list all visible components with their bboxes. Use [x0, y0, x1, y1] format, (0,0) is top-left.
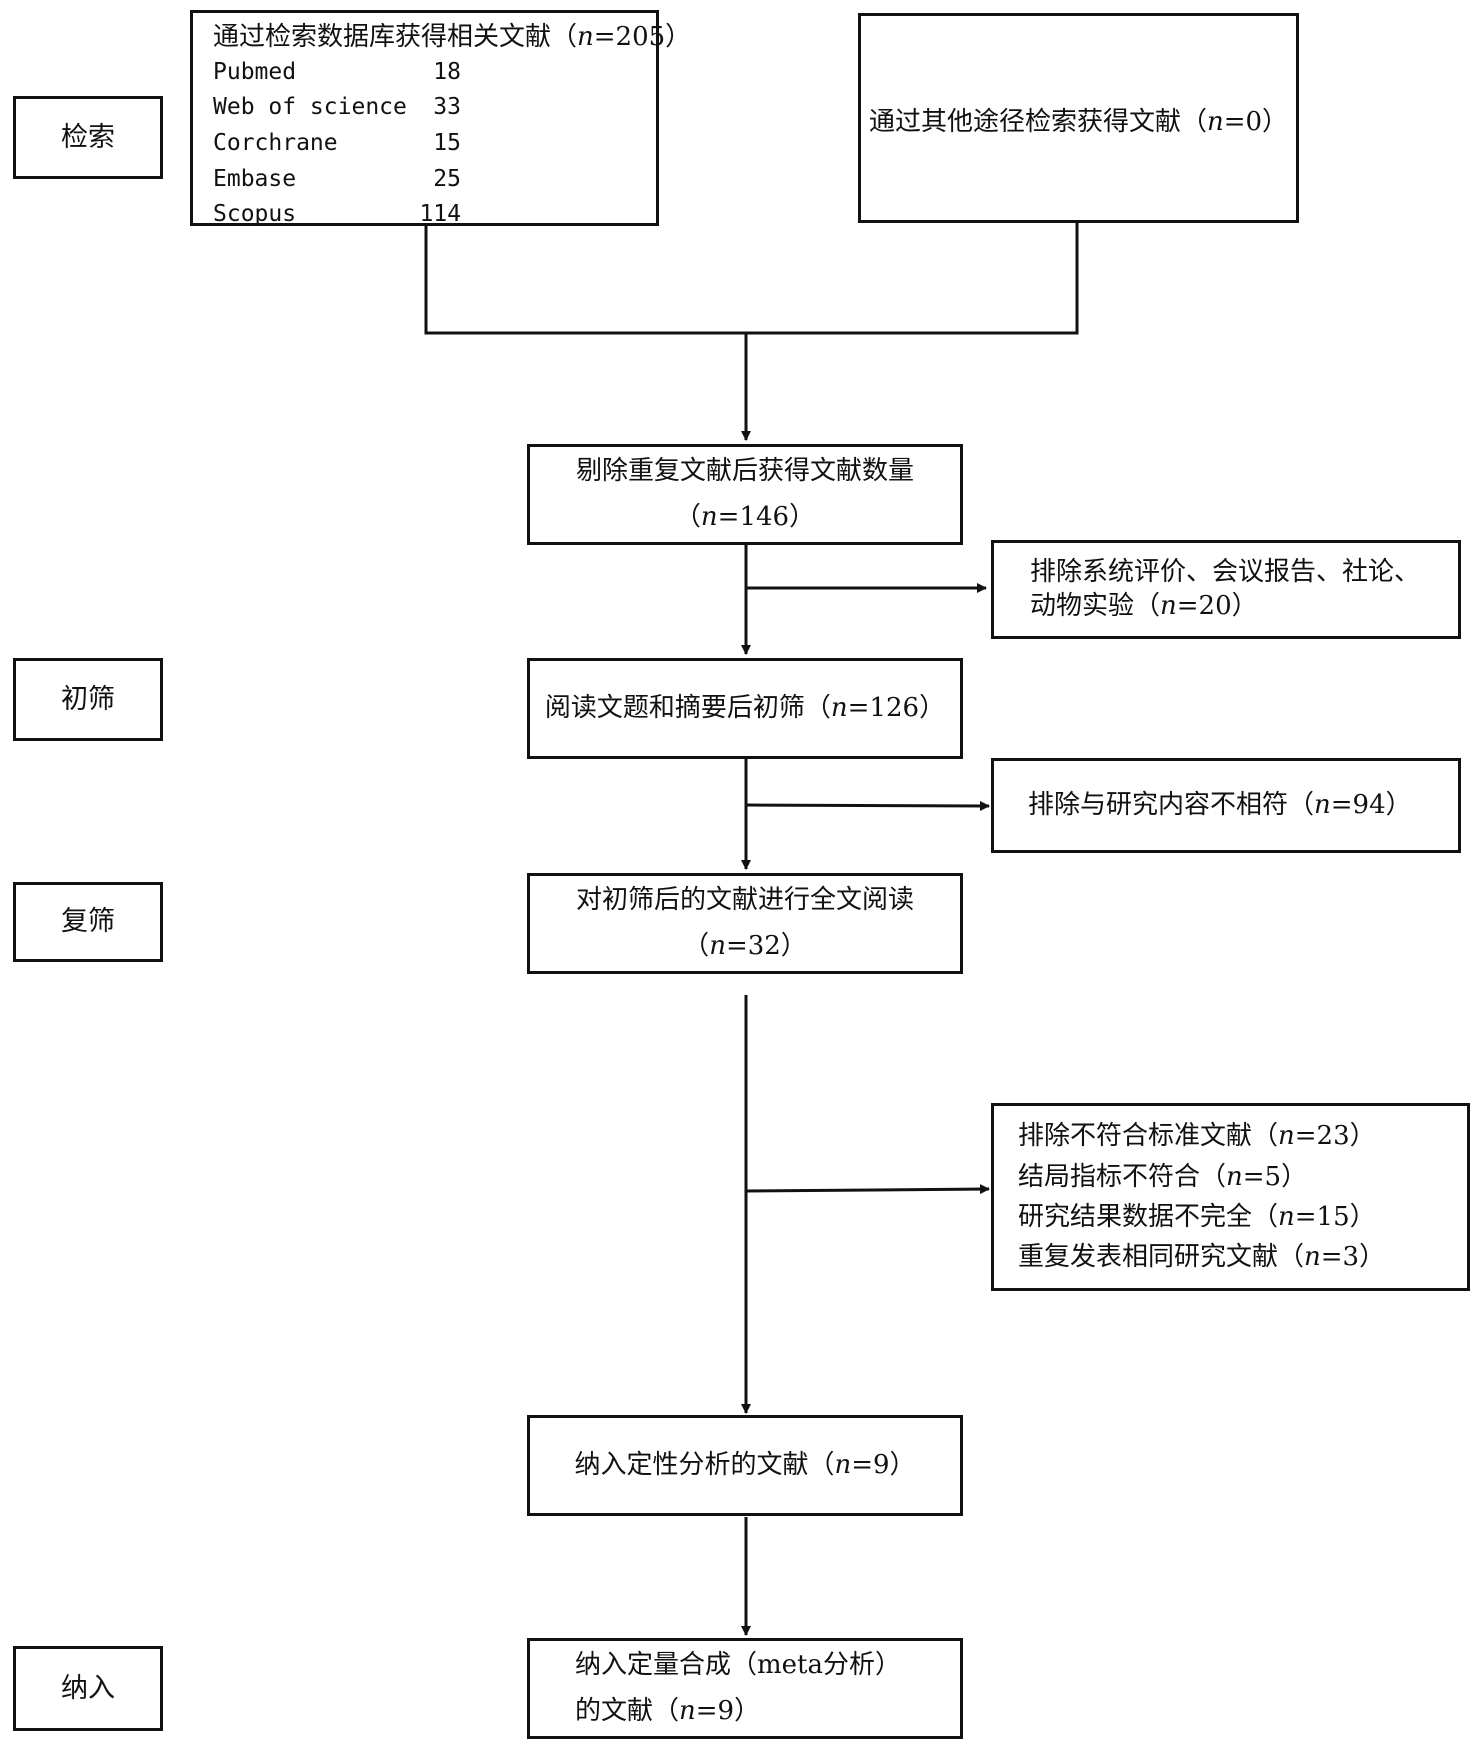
- fulltext-review-box: 对初筛后的文献进行全文阅读 （n=32）: [527, 873, 963, 974]
- exclusion-reason: 排除不符合标准文献（n=23）: [1018, 1121, 1376, 1152]
- exclusion-box-1: 排除系统评价、会议报告、社论、 动物实验（n=20）: [991, 540, 1461, 639]
- exclusion-reason: 结局指标不符合（n=5）: [1018, 1161, 1308, 1192]
- exclusion-box-3: 排除不符合标准文献（n=23） 结局指标不符合（n=5） 研究结果数据不完全（n…: [991, 1103, 1470, 1291]
- source-count: 15: [433, 130, 461, 157]
- initial-screening-box: 阅读文题和摘要后初筛（n=126）: [527, 658, 963, 759]
- arrow-to-exclusion-3: [745, 1184, 990, 1195]
- source-name: Embase: [213, 165, 297, 192]
- source-name: Corchrane: [213, 130, 338, 157]
- source-name: Web of science: [213, 94, 407, 121]
- exclusion-reason: 重复发表相同研究文献（n=3）: [1018, 1242, 1386, 1273]
- database-search-box: 通过检索数据库获得相关文献（n=205） Pubmed 18 Web of sci…: [190, 10, 692, 227]
- other-search-box: 通过其他途径检索获得文献（n=0）: [858, 13, 1299, 223]
- stage-search: 检索: [13, 96, 163, 179]
- source-row: Pubmed 18: [213, 55, 656, 91]
- source-count: 25: [433, 165, 461, 192]
- qualitative-box: 纳入定性分析的文献（n=9）: [527, 1415, 963, 1516]
- source-count: 33: [433, 94, 461, 121]
- source-row: Web of science 33: [213, 90, 656, 126]
- stage-inclusion: 纳入: [13, 1646, 163, 1731]
- quantitative-box: 纳入定量合成（meta分析） 的文献（n=9）: [527, 1638, 963, 1739]
- connector-other-to-merge: [746, 223, 1079, 335]
- stage-initial-screening: 初筛: [13, 658, 163, 741]
- stage-second-screening: 复筛: [13, 882, 163, 962]
- source-count: 114: [419, 201, 461, 228]
- exclusion-reason: 研究结果数据不完全（n=15）: [1018, 1202, 1376, 1232]
- source-name: Pubmed: [213, 58, 297, 85]
- source-count: 18: [433, 58, 461, 85]
- dedup-box: 剔除重复文献后获得文献数量 （n=146）: [527, 444, 963, 545]
- source-row: Scopus 114: [213, 197, 656, 233]
- exclusion-box-2: 排除与研究内容不相符（n=94）: [991, 758, 1461, 853]
- source-row: Embase 25: [213, 162, 656, 198]
- arrow-to-exclusion-2: [745, 800, 990, 811]
- database-search-title: 通过检索数据库获得相关文献（n=205）: [213, 22, 692, 52]
- source-name: Scopus: [213, 201, 297, 228]
- source-row: Corchrane 15: [213, 126, 656, 162]
- connector-database-to-merge: [424, 225, 746, 335]
